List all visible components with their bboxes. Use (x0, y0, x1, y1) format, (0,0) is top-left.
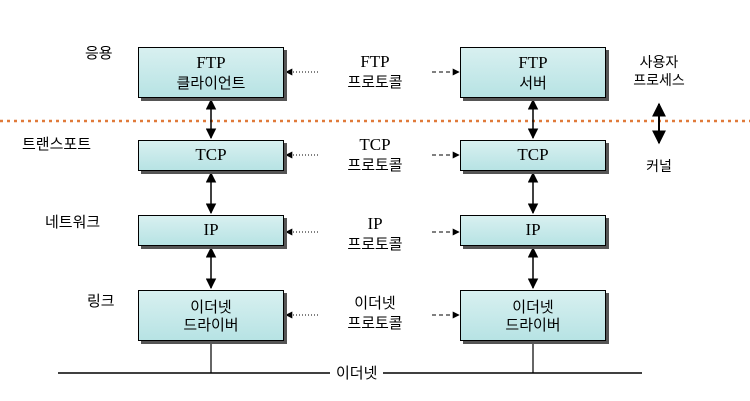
client-ftp-subtitle: 클라이언트 (176, 73, 246, 92)
layer-label-network: 네트워크 (45, 213, 101, 231)
server-ethernet-driver-box: 이더넷 드라이버 (460, 290, 606, 341)
ethernet-protocol-label: 이더넷 프로토콜 (325, 294, 425, 333)
layer-label-link: 링크 (87, 292, 115, 310)
ftp-protocol-title: FTP (360, 52, 390, 71)
layer-label-application: 응용 (85, 44, 113, 62)
ethernet-protocol-subtitle: 프로토콜 (347, 313, 403, 332)
server-ftp-box: FTP 서버 (460, 47, 606, 98)
ip-protocol-title: IP (367, 214, 383, 233)
server-ip-box: IP (460, 215, 606, 246)
server-ftp-subtitle: 서버 (519, 73, 547, 92)
tcp-protocol-label: TCP 프로토콜 (325, 134, 425, 176)
ftp-protocol-label: FTP 프로토콜 (325, 51, 425, 93)
ip-protocol-subtitle: 프로토콜 (347, 235, 403, 254)
server-tcp-label: TCP (517, 145, 549, 165)
user-process-line2: 프로세스 (633, 73, 685, 90)
tcp-protocol-subtitle: 프로토콜 (347, 156, 403, 175)
client-tcp-label: TCP (195, 145, 227, 165)
kernel-label: 커널 (646, 159, 672, 175)
user-process-label: 사용자 프로세스 (622, 54, 696, 90)
ip-protocol-label: IP 프로토콜 (325, 213, 425, 255)
client-eth-line1: 이더넷 (190, 297, 232, 316)
client-ethernet-driver-box: 이더넷 드라이버 (138, 290, 284, 341)
client-tcp-box: TCP (138, 140, 284, 171)
server-ip-label: IP (525, 220, 541, 240)
ethernet-protocol-title: 이더넷 (354, 294, 396, 312)
tcp-protocol-title: TCP (359, 135, 391, 154)
server-tcp-box: TCP (460, 140, 606, 171)
server-eth-line2: 드라이버 (505, 315, 561, 334)
user-process-line1: 사용자 (639, 55, 679, 71)
client-ip-box: IP (138, 215, 284, 246)
ethernet-bus-label: 이더넷 (330, 362, 384, 383)
client-ip-label: IP (203, 220, 219, 240)
client-eth-line2: 드라이버 (183, 315, 239, 334)
server-eth-line1: 이더넷 (512, 297, 554, 316)
client-ftp-box: FTP 클라이언트 (138, 47, 284, 98)
layer-label-transport: 트랜스포트 (22, 135, 92, 153)
client-ftp-title: FTP (196, 53, 226, 73)
ftp-protocol-subtitle: 프로토콜 (347, 73, 403, 92)
server-ftp-title: FTP (518, 53, 548, 73)
